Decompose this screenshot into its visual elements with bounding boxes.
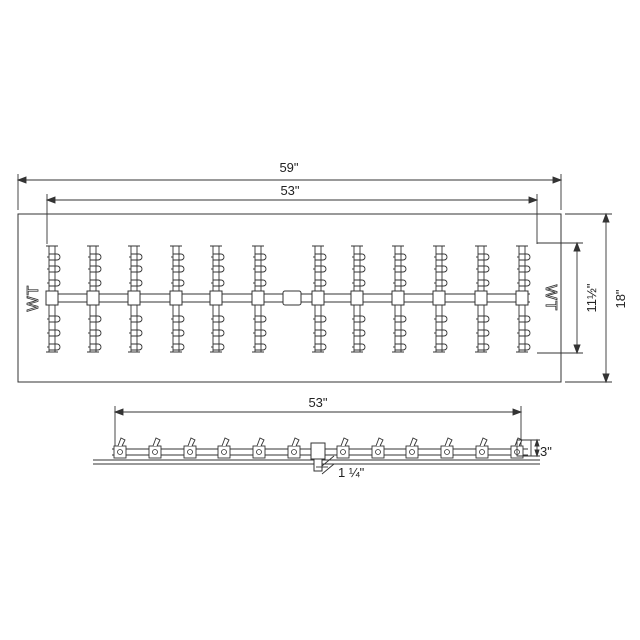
burner-branch: [127, 245, 143, 353]
burner-branch: [251, 245, 267, 353]
side-burner-port: [252, 437, 266, 459]
side-length-label: 53": [308, 395, 327, 410]
burner-width-label: 11½": [584, 283, 599, 312]
inlet-size-label: 1 ¼": [338, 465, 365, 480]
side-burner-port: [148, 437, 162, 459]
burner-branch: [209, 245, 225, 353]
side-burner-port: [336, 437, 350, 459]
side-burner-port: [183, 437, 197, 459]
overall-width-label: 18": [613, 289, 628, 308]
burner-length-dimension: [45, 194, 539, 244]
burner-branch: [391, 245, 407, 353]
side-view: 53" 3": [93, 395, 552, 480]
side-burner-port: [475, 437, 489, 459]
brand-mark-left: WT: [25, 285, 42, 312]
side-burner-port: [371, 437, 385, 459]
side-burner-port: [440, 437, 454, 459]
pan-outline: [17, 213, 562, 383]
burner-branch: [350, 245, 366, 353]
top-branch-group: [45, 245, 531, 353]
overall-length-dimension: [16, 174, 563, 210]
burner-branch: [311, 245, 327, 353]
top-view: 59" 53" 11½" 18": [16, 160, 628, 384]
burner-branch: [86, 245, 102, 353]
side-inlet-stub: [310, 442, 326, 472]
side-height-dimension: [516, 438, 540, 458]
burner-branch: [45, 245, 61, 353]
side-burner-port: [287, 437, 301, 459]
side-height-label: 3": [540, 444, 552, 459]
burner-length-label: 53": [280, 183, 299, 198]
overall-length-label: 59": [279, 160, 298, 175]
side-burner-port: [113, 437, 127, 459]
overall-width-dimension: [565, 212, 612, 384]
burner-branch: [432, 245, 448, 353]
brand-mark-right: WT: [542, 285, 559, 312]
side-burner-port: [405, 437, 419, 459]
side-burner-port: [217, 437, 231, 459]
inlet-size-callout: [316, 455, 335, 475]
burner-width-dimension: [537, 241, 583, 355]
burner-branch: [169, 245, 185, 353]
burner-branch: [515, 245, 531, 353]
side-length-dimension: [113, 406, 523, 446]
center-inlet-fitting: [282, 290, 302, 306]
burner-branch: [474, 245, 490, 353]
